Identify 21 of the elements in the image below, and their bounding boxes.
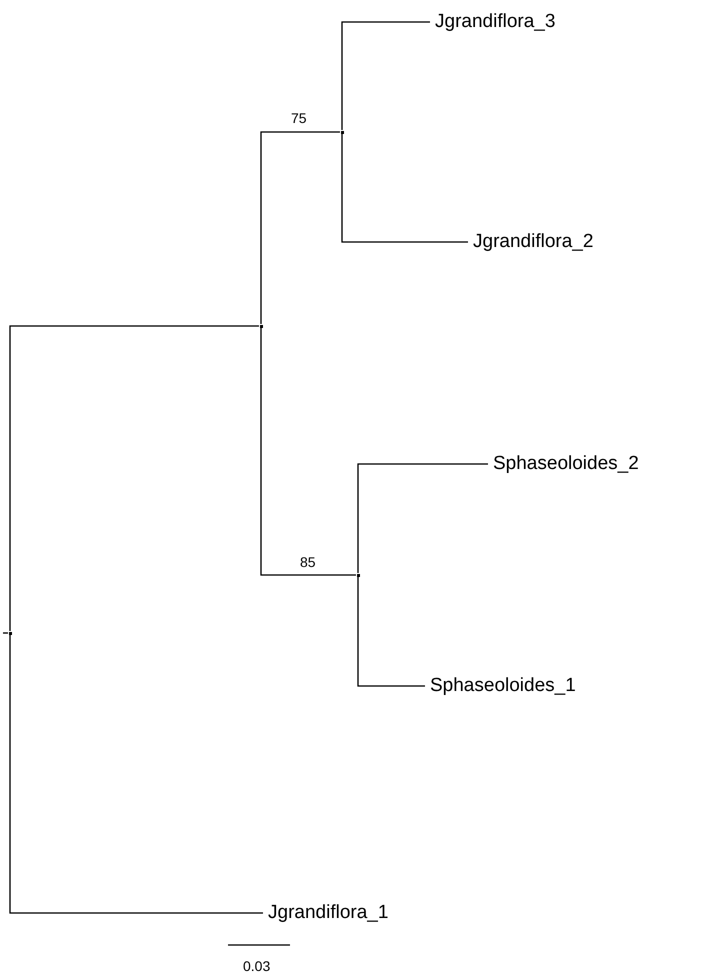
bootstrap-value: 75: [291, 110, 307, 126]
taxon-label: Jgrandiflora_2: [473, 231, 594, 253]
tree-branch: [357, 577, 425, 687]
taxon-label: Jgrandiflora_3: [435, 11, 556, 33]
tree-branch: [260, 131, 340, 324]
taxon-label: Sphaseoloides_2: [493, 453, 639, 475]
tree-branch: [9, 635, 263, 914]
branch-point: [8, 632, 12, 634]
scale-label: 0.03: [243, 958, 270, 974]
branch-point: [356, 574, 360, 576]
bootstrap-value: 85: [300, 554, 316, 570]
taxon-label: Sphaseoloides_1: [430, 675, 576, 697]
tree-branch: [260, 328, 356, 576]
tree-branch: [9, 325, 259, 631]
tree-branch: [341, 21, 430, 130]
branch-point: [260, 324, 262, 328]
tree-branch: [341, 134, 468, 243]
tree-branch: [357, 463, 488, 573]
branch-point: [340, 130, 344, 134]
tree-branch: [3, 632, 8, 634]
taxon-label: Jgrandiflora_1: [268, 902, 388, 924]
